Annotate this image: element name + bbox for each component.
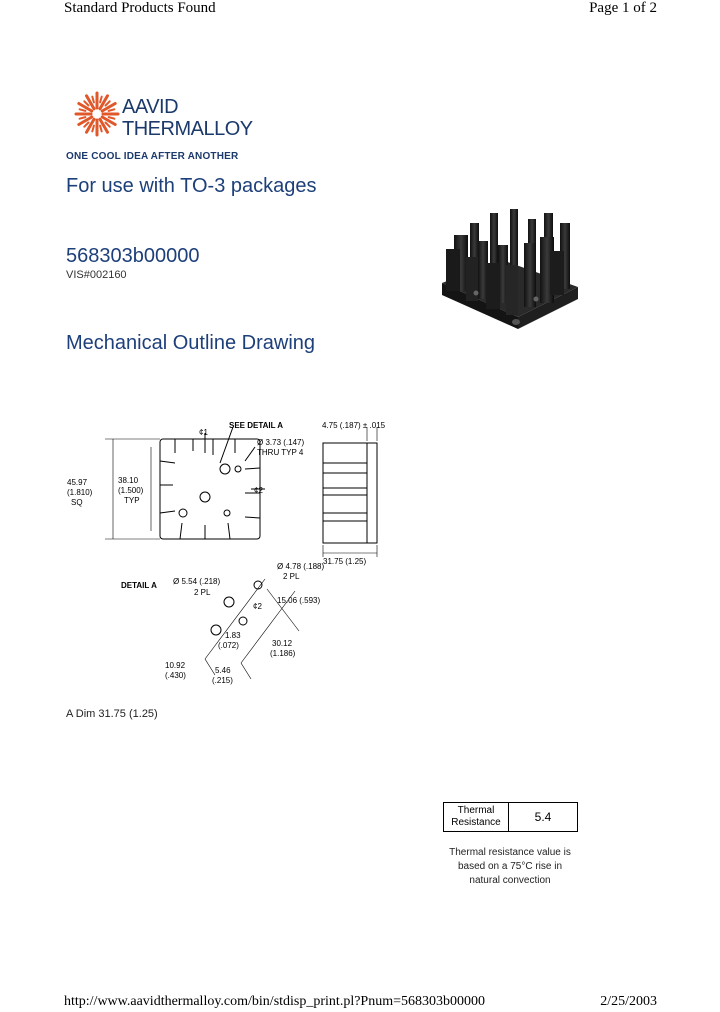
logo-ray-short — [78, 116, 87, 120]
detail-hole1-note: 2 PL — [194, 588, 211, 597]
width-mm-label: 45.97 — [67, 478, 88, 487]
inner-mm-label: 38.10 — [118, 476, 139, 485]
logo-ray-short — [83, 121, 90, 128]
logo-ray — [98, 117, 109, 134]
footer-url[interactable]: http://www.aavidthermalloy.com/bin/stdis… — [64, 994, 485, 1009]
dim-1092-in-label: (.430) — [165, 671, 186, 680]
see-detail-label: SEE DETAIL A — [229, 421, 283, 430]
height-dim-label: 31.75 (1.25) — [323, 557, 366, 566]
logo-tagline: ONE COOL IDEA AFTER ANOTHER — [66, 151, 239, 162]
dim-1092-mm-label: 10.92 — [165, 661, 186, 670]
width-in-label: (1.810) — [67, 488, 93, 497]
dim-15-label: 15.06 (.593) — [277, 596, 320, 605]
dim-546-in-label: (.215) — [212, 676, 233, 685]
dim-30-in-label: (1.186) — [270, 649, 296, 658]
part-number: 568303b00000 — [66, 245, 200, 267]
thermal-resistance-table: Thermal Resistance 5.4 — [443, 802, 578, 832]
aavid-logo-icon — [74, 91, 120, 137]
thermal-note: Thermal resistance value is based on a 7… — [449, 847, 571, 886]
detail-title-label: DETAIL A — [121, 581, 157, 590]
logo-ray — [77, 115, 94, 126]
logo-ray-short — [99, 124, 103, 133]
footer-date: 2/25/2003 — [600, 994, 657, 1009]
logo-ray-short — [107, 116, 116, 120]
hole-dim-label: Ø 3.73 (.147) — [257, 438, 304, 447]
center-c2-label: ¢2 — [254, 486, 263, 495]
detail-c2-label: ¢2 — [253, 602, 262, 611]
logo-ray-short — [91, 95, 95, 104]
logo-ray-short — [99, 95, 103, 104]
logo-wordmark: AAVID THERMALLOY — [122, 96, 253, 140]
logo-ray-short — [107, 108, 116, 112]
logo-ray — [85, 117, 96, 134]
logo-ray — [100, 102, 117, 113]
logo-line-1: AAVID — [122, 96, 179, 118]
logo-ray — [100, 115, 117, 126]
inner-in-label: (1.500) — [118, 486, 144, 495]
thermal-resistance-label: Thermal Resistance — [443, 802, 509, 832]
heatsink-photo — [442, 209, 578, 329]
mechanical-drawing: SEE DETAIL A ¢1 Ø 3.73 (.147) THRU TYP 4… — [67, 421, 386, 685]
logo-ray — [98, 94, 109, 111]
detail-hole2-label: Ø 4.78 (.188) — [277, 562, 324, 571]
logo-ray — [77, 102, 94, 113]
width-note-label: SQ — [71, 498, 83, 507]
logo-ray-short — [83, 100, 90, 107]
logo-ray-short — [91, 124, 95, 133]
logo-ray — [85, 94, 96, 111]
detail-hole2-note: 2 PL — [283, 572, 300, 581]
logo-ray-short — [78, 108, 87, 112]
dim-183-in-label: (.072) — [218, 641, 239, 650]
header-title: Standard Products Found — [64, 0, 216, 16]
dim-546-mm-label: 5.46 — [215, 666, 231, 675]
logo-ray-short — [104, 100, 111, 107]
logo-ray-short — [104, 121, 111, 128]
hole-note-label: THRU TYP 4 — [257, 448, 304, 457]
dim-30-mm-label: 30.12 — [272, 639, 293, 648]
detail-hole1-label: Ø 5.54 (.218) — [173, 577, 220, 586]
center-c1-label: ¢1 — [199, 428, 208, 437]
side-dim-label: 4.75 (.187) ± .015 — [322, 421, 386, 430]
product-headline: For use with TO-3 packages — [66, 175, 317, 197]
logo-line-2: THERMALLOY — [122, 118, 253, 140]
vis-number: VIS#002160 — [66, 269, 127, 281]
section-title: Mechanical Outline Drawing — [66, 332, 316, 354]
page-number: Page 1 of 2 — [589, 0, 657, 16]
inner-note-label: TYP — [124, 496, 140, 505]
thermal-resistance-value: 5.4 — [508, 802, 578, 832]
dim-183-mm-label: 1.83 — [225, 631, 241, 640]
a-dimension: A Dim 31.75 (1.25) — [66, 708, 158, 720]
